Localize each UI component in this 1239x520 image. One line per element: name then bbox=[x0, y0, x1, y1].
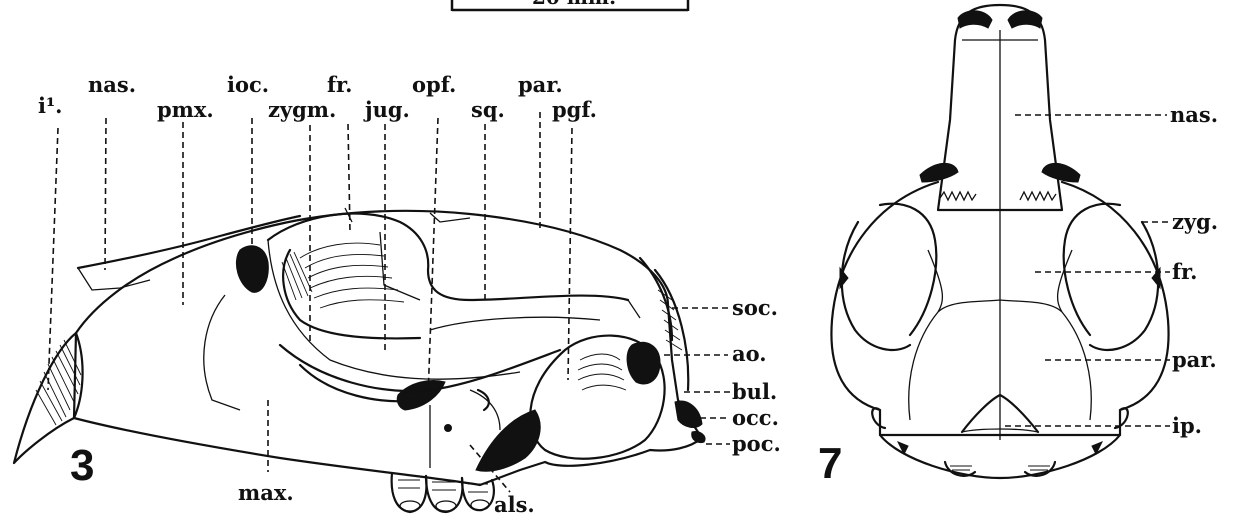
label-ioc: ioc. bbox=[227, 72, 269, 97]
label-sq: sq. bbox=[471, 97, 505, 122]
label-zygm: zygm. bbox=[268, 97, 336, 122]
scale-bar-label: 20 mm. bbox=[532, 0, 616, 9]
label-bul: bul. bbox=[732, 379, 777, 404]
label-7-par: par. bbox=[1172, 347, 1217, 372]
label-7-fr: fr. bbox=[1172, 259, 1197, 284]
label-als: als. bbox=[494, 492, 535, 517]
orbit-rim bbox=[268, 214, 628, 300]
label-max: max. bbox=[238, 480, 294, 505]
label-opf: opf. bbox=[412, 72, 456, 97]
auditory-opening bbox=[627, 342, 660, 384]
label-pmx: pmx. bbox=[157, 97, 214, 122]
figure-3-number: 3 bbox=[70, 441, 94, 490]
label-fr: fr. bbox=[327, 72, 352, 97]
label-nas: nas. bbox=[88, 72, 136, 97]
figure-7-number: 7 bbox=[818, 439, 842, 488]
figure-7-leaders bbox=[1005, 115, 1170, 426]
figure-3-lateral-skull: i¹. nas. pmx. ioc. zygm. fr. jug. opf. s… bbox=[14, 72, 781, 517]
label-i1: i¹. bbox=[38, 93, 63, 118]
label-7-nas: nas. bbox=[1170, 102, 1218, 127]
scale-bar: 20 mm. bbox=[452, 0, 688, 11]
occipital-condyle bbox=[675, 401, 702, 427]
figure-7-dorsal-skull: nas. zyg. fr. par. ip. 7 bbox=[818, 5, 1218, 488]
label-7-ip: ip. bbox=[1172, 413, 1202, 438]
label-pgf: pgf. bbox=[552, 97, 597, 122]
alisphenoid bbox=[476, 410, 540, 471]
skull-outline bbox=[74, 211, 702, 485]
label-poc: poc. bbox=[732, 431, 781, 456]
label-jug: jug. bbox=[363, 97, 410, 122]
label-ao: ao. bbox=[732, 341, 767, 366]
zygomatic-plate bbox=[397, 381, 445, 410]
label-soc: soc. bbox=[732, 295, 778, 320]
label-par: par. bbox=[518, 72, 563, 97]
label-occ: occ. bbox=[732, 405, 779, 430]
label-7-zyg: zyg. bbox=[1172, 209, 1218, 234]
infraorbital-canal bbox=[236, 246, 268, 293]
